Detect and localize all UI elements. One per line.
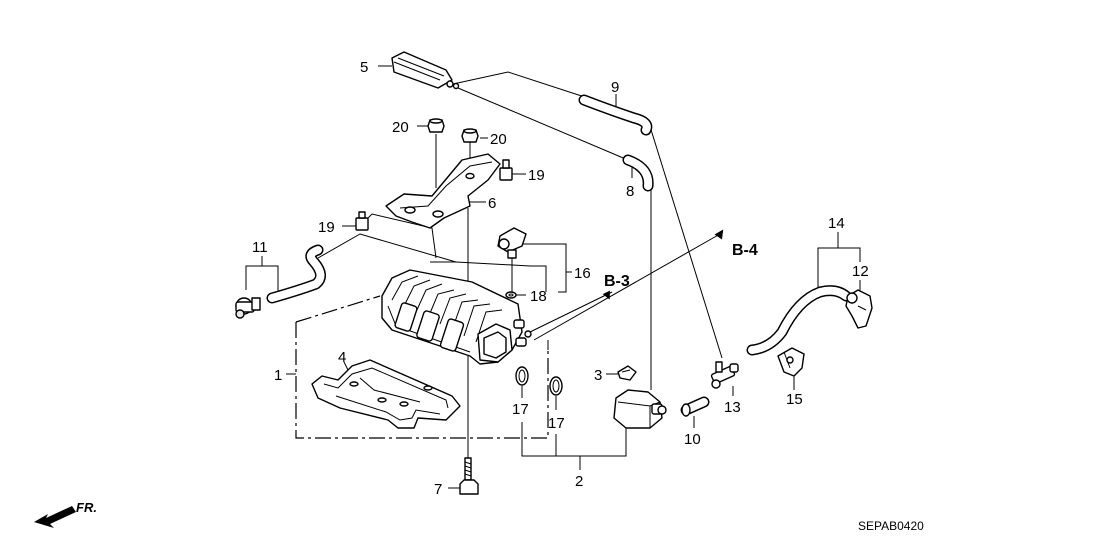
part-17-oring-right xyxy=(549,376,563,396)
part-12-clamp xyxy=(845,289,873,329)
part-16-valve xyxy=(497,227,527,259)
callout-16: 16 xyxy=(574,265,591,282)
part-2-two-way-valve xyxy=(613,389,667,429)
callout-20-left: 20 xyxy=(392,119,409,136)
part-11-hose-and-valve xyxy=(235,244,326,319)
part-6-bracket xyxy=(385,153,501,229)
callout-6: 6 xyxy=(488,195,496,212)
ref-arrow-b3 xyxy=(602,290,610,300)
drawing-code: SEPAB0420 xyxy=(858,519,924,533)
callout-2: 2 xyxy=(575,473,583,490)
callout-5: 5 xyxy=(360,59,368,76)
callout-4: 4 xyxy=(338,349,346,366)
callout-10: 10 xyxy=(684,431,701,448)
callout-17-left: 17 xyxy=(512,401,529,418)
callout-13: 13 xyxy=(724,399,741,416)
callout-3: 3 xyxy=(594,367,602,384)
part-15-bracket xyxy=(777,347,805,377)
part-13-joint xyxy=(710,361,739,389)
callout-labels: 5 9 20 20 8 19 6 19 11 16 18 B-3 B-4 14 … xyxy=(76,59,924,533)
ref-arrow-b4 xyxy=(714,229,724,240)
part-10-hose xyxy=(680,396,710,417)
part-7-bolt xyxy=(459,457,479,495)
part-5-air-filter xyxy=(391,51,460,90)
callout-20-right: 20 xyxy=(490,131,507,148)
callout-11: 11 xyxy=(252,239,268,256)
callout-12: 12 xyxy=(852,263,869,280)
part-19-bolt-right xyxy=(499,159,513,181)
callout-18: 18 xyxy=(530,288,547,305)
part-20-nut-left xyxy=(427,118,445,133)
front-indicator-label: FR. xyxy=(76,500,97,515)
part-14-hose xyxy=(746,285,852,356)
ref-b3: B-3 xyxy=(604,273,630,290)
part-3-clip xyxy=(617,365,637,381)
front-arrow-icon xyxy=(34,506,76,528)
callout-17-right: 17 xyxy=(548,415,565,432)
part-20-nut-right xyxy=(461,128,479,143)
part-8-hose xyxy=(622,154,654,192)
part-19-bolt-left xyxy=(355,211,369,231)
callout-15: 15 xyxy=(786,391,803,408)
part-9-hose xyxy=(578,94,653,136)
callout-14: 14 xyxy=(828,215,845,232)
part-18-washer xyxy=(505,291,517,299)
ref-b4: B-4 xyxy=(732,242,758,259)
part-17-oring-left xyxy=(515,366,529,386)
callout-19-left: 19 xyxy=(318,219,335,236)
callout-9: 9 xyxy=(611,79,619,96)
callout-1: 1 xyxy=(274,367,282,384)
callout-19-right: 19 xyxy=(528,167,545,184)
canister-assembly xyxy=(381,269,532,365)
callout-7: 7 xyxy=(434,481,442,498)
callout-8: 8 xyxy=(626,183,634,200)
part-4-guard xyxy=(311,359,461,429)
